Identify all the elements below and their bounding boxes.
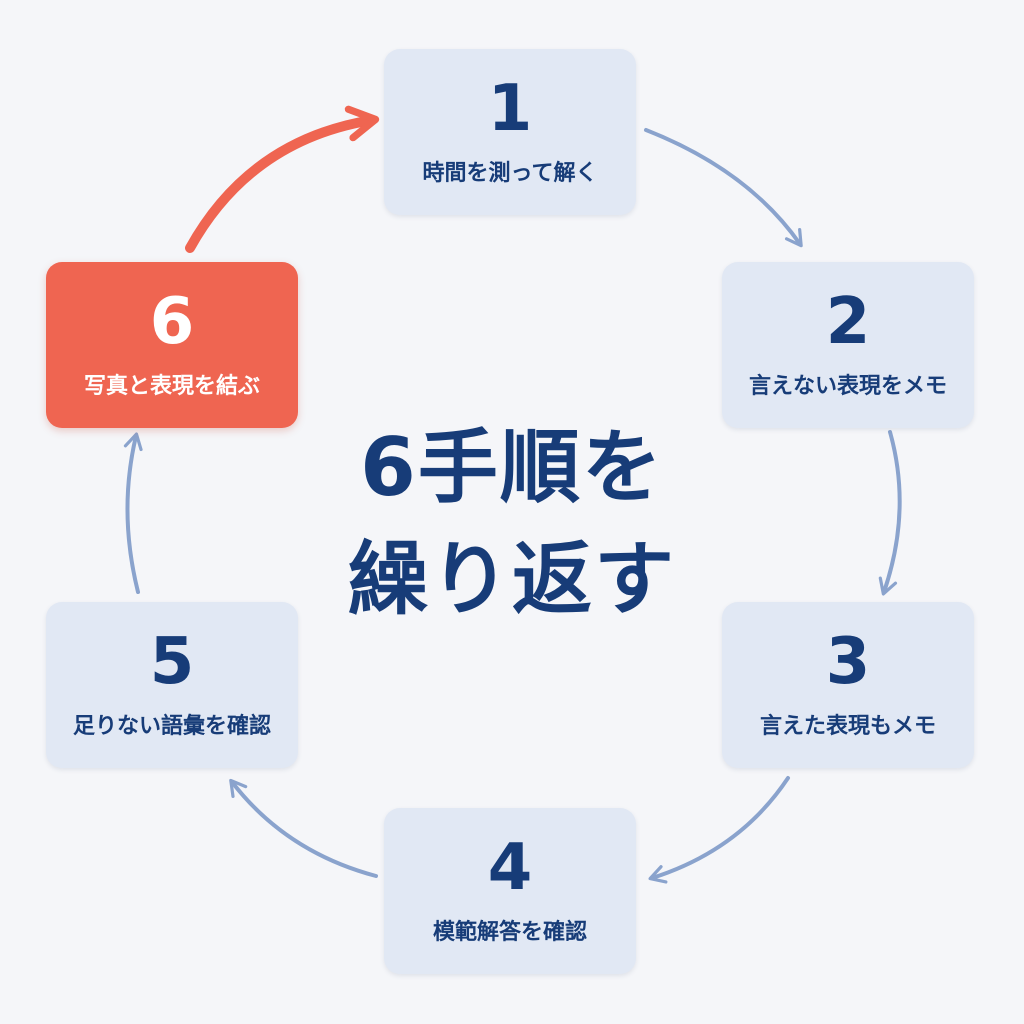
- step-card-3: 3 言えた表現もメモ: [722, 602, 974, 768]
- step-card-4: 4 模範解答を確認: [384, 808, 636, 974]
- arrow-5-to-6: [123, 432, 143, 594]
- step-number: 2: [825, 284, 871, 359]
- step-card-5: 5 足りない語彙を確認: [46, 602, 298, 768]
- arrow-1-to-2: [644, 128, 803, 248]
- arrow-6-to-1: [185, 105, 380, 253]
- step-card-1: 1 時間を測って解く: [384, 49, 636, 215]
- step-label: 言えない表現をメモ: [748, 373, 947, 399]
- step-label: 言えた表現もメモ: [759, 713, 936, 739]
- center-title-line-2: 繰り返す: [348, 533, 676, 626]
- step-number: 3: [825, 624, 871, 699]
- arrow-3-to-4: [648, 776, 790, 884]
- step-label: 時間を測って解く: [422, 160, 598, 186]
- step-card-2: 2 言えない表現をメモ: [722, 262, 974, 428]
- step-label: 足りない語彙を確認: [72, 713, 271, 739]
- arrow-2-to-3: [878, 430, 902, 596]
- step-label: 写真と表現を結ぶ: [83, 373, 260, 399]
- step-number: 1: [487, 71, 533, 146]
- arrow-4-to-5: [229, 778, 378, 878]
- center-title-line-1: 6手順を: [360, 421, 664, 514]
- step-number: 4: [487, 830, 533, 905]
- step-number: 5: [149, 624, 195, 699]
- step-number: 6: [149, 284, 195, 359]
- step-label: 模範解答を確認: [432, 919, 587, 945]
- step-card-6: 6 写真と表現を結ぶ: [46, 262, 298, 428]
- center-title: 6手順を 繰り返す: [312, 412, 712, 636]
